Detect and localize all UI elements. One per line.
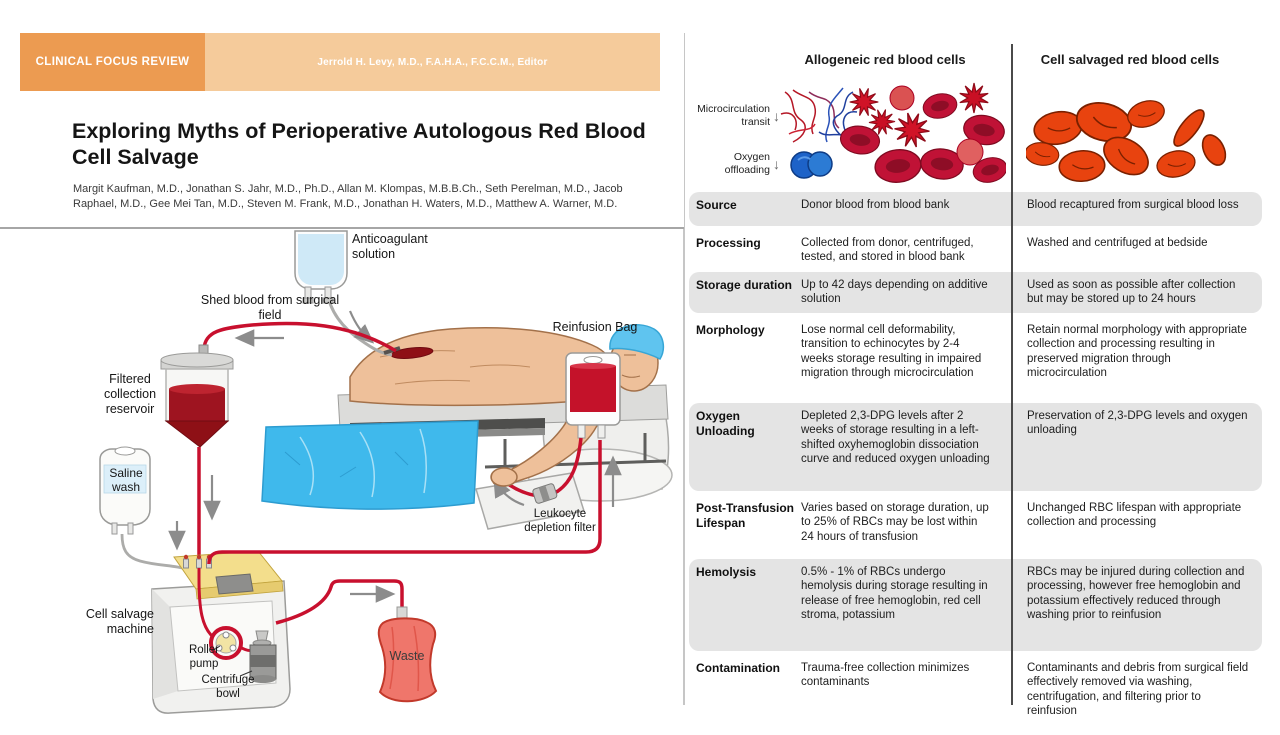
anticoagulant-label: Anticoagulant solution <box>352 232 428 261</box>
anticoagulant-bag <box>294 230 348 304</box>
comparison-table: Source Donor blood from blood bank Blood… <box>689 192 1262 725</box>
column-header-allogeneic: Allogeneic red blood cells <box>804 52 966 67</box>
row-label: Contamination <box>696 660 780 675</box>
microcirculation-transit-label: Microcirculation transit <box>697 103 770 128</box>
cell-salvage-machine <box>151 550 291 714</box>
reservoir-label: Filtered collection reservoir <box>103 372 157 416</box>
cell-salvage-diagram <box>99 230 673 714</box>
saline-bag <box>99 446 151 535</box>
shed-blood-label: Shed blood from surgical field <box>200 293 340 322</box>
cell-salvaged: Used as soon as possible after collectio… <box>1027 279 1236 306</box>
saline-tube <box>120 533 187 571</box>
cell-salvaged: Contaminants and debris from surgical fi… <box>1027 661 1249 718</box>
author-list: Margit Kaufman, M.D., Jonathan S. Jahr, … <box>73 183 623 210</box>
cell-salvaged: Preservation of 2,3-DPG levels and oxyge… <box>1027 409 1248 437</box>
waste-label: Waste <box>389 649 425 663</box>
table-row: Source Donor blood from blood bank Blood… <box>689 192 1262 226</box>
leukocyte-filter-label: Leukocyte depletion filter <box>524 508 596 534</box>
waste-tube <box>275 579 404 625</box>
leukocyte-filter <box>532 483 558 504</box>
machine-inlet-ports <box>183 554 212 569</box>
editor-text: Jerrold H. Levy, M.D., F.A.H.A., F.C.C.M… <box>317 56 548 68</box>
row-label: Processing <box>696 236 761 250</box>
banner-kicker-block: CLINICAL FOCUS REVIEW <box>20 33 205 91</box>
oxygen-offloading-label: Oxygen offloading <box>724 151 770 176</box>
machine-label: Cell salvage machine <box>85 607 154 636</box>
row-label: Source <box>696 198 737 212</box>
table-row: Contamination Trauma-free collection min… <box>689 651 1262 725</box>
patient-hand <box>490 467 518 487</box>
row-label: Morphology <box>696 322 765 337</box>
centrifuge-bowl-label: Centrifuge bowl <box>201 674 255 700</box>
collection-reservoir <box>160 344 234 568</box>
cell-salvaged: Washed and centrifuged at bedside <box>1027 237 1208 249</box>
rbc-allogeneic-illustration <box>838 82 1006 187</box>
down-arrow-icon: ↓ <box>773 108 780 124</box>
table-row: Oxygen Unloading Depleted 2,3-DPG levels… <box>689 402 1262 491</box>
rbc-salvaged-illustration <box>1026 95 1227 184</box>
table-row: Processing Collected from donor, centrif… <box>689 226 1262 272</box>
reinfusion-bag-label: Reinfusion Bag <box>552 320 638 334</box>
cell-salvaged: Unchanged RBC lifespan with appropriate … <box>1027 501 1242 529</box>
cell-salvaged: Blood recaptured from surgical blood los… <box>1027 199 1239 211</box>
cell-allogeneic: Depleted 2,3-DPG levels after 2 weeks of… <box>801 409 990 466</box>
cell-allogeneic: Trauma-free collection minimizes contami… <box>801 661 970 689</box>
waste-bag <box>377 606 438 703</box>
surgical-drape <box>261 420 479 510</box>
roller-pump-label: Roller pump <box>188 644 220 670</box>
row-label: Oxygen Unloading <box>696 408 755 438</box>
oxygen-cells-illustration <box>790 151 833 179</box>
down-arrow-icon: ↓ <box>773 156 780 172</box>
centrifuge-bowl <box>249 630 277 683</box>
shed-blood-tube <box>202 321 397 357</box>
row-label: Post-Transfusion Lifespan <box>696 500 795 530</box>
reinfusion-supply-tube <box>207 440 602 565</box>
row-label: Hemolysis <box>696 564 757 579</box>
banner: CLINICAL FOCUS REVIEW Jerrold H. Levy, M… <box>20 33 660 91</box>
kicker-text: CLINICAL FOCUS REVIEW <box>35 56 190 68</box>
table-row: Hemolysis 0.5% - 1% of RBCs undergo hemo… <box>689 558 1262 651</box>
table-row: Post-Transfusion Lifespan Varies based o… <box>689 491 1262 559</box>
saline-wash-label: Saline wash <box>109 466 143 495</box>
microvasculature-illustration <box>780 87 858 143</box>
table-column-divider <box>1011 44 1013 705</box>
page-title: Exploring Myths of Perioperative Autolog… <box>72 119 646 169</box>
cell-allogeneic: Collected from donor, centrifuged, teste… <box>801 237 974 264</box>
cell-allogeneic: Up to 42 days depending on additive solu… <box>801 279 988 306</box>
surgical-cap <box>609 324 665 360</box>
column-header-cell-salvaged: Cell salvaged red blood cells <box>1040 52 1220 67</box>
comparison-table-rows: Source Donor blood from blood bank Blood… <box>689 192 1262 725</box>
banner-editor-block: Jerrold H. Levy, M.D., F.A.H.A., F.C.C.M… <box>205 33 660 91</box>
reinfusion-bag <box>565 352 621 439</box>
panel-divider <box>683 33 685 705</box>
table-row: Morphology Lose normal cell deformabilit… <box>689 313 1262 403</box>
cell-salvaged: Retain normal morphology with appropriat… <box>1027 323 1247 380</box>
cell-allogeneic: Varies based on storage duration, up to … <box>801 501 989 543</box>
row-label: Storage duration <box>696 278 793 292</box>
cell-salvaged: RBCs may be injured during collection an… <box>1027 565 1245 622</box>
cell-allogeneic: 0.5% - 1% of RBCs undergo hemolysis duri… <box>801 565 988 622</box>
table-row: Storage duration Up to 42 days depending… <box>689 272 1262 313</box>
cell-allogeneic: Donor blood from blood bank <box>801 199 950 211</box>
cell-allogeneic: Lose normal cell deformability, transiti… <box>801 323 982 380</box>
